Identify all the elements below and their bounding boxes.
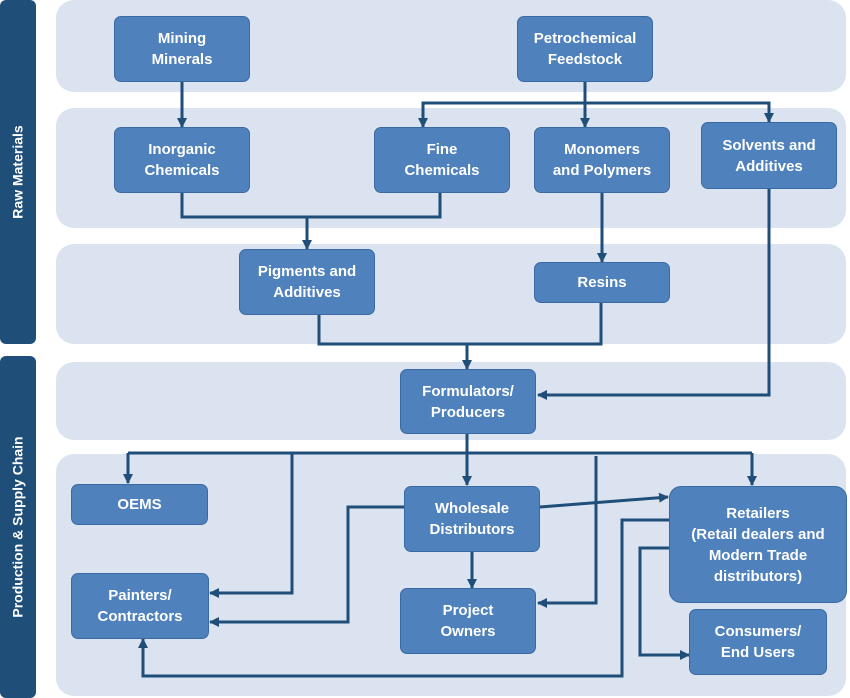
node-inorganic-chemicals: Inorganic Chemicals — [114, 127, 250, 193]
node-oems: OEMS — [71, 484, 208, 525]
edge-bus-project — [537, 456, 598, 608]
node-solvents-additives: Solvents and Additives — [701, 122, 837, 189]
edge-bus-painters — [209, 453, 294, 598]
node-monomers-polymers: Monomers and Polymers — [534, 127, 670, 193]
node-wholesale-distributors: Wholesale Distributors — [404, 486, 540, 552]
node-fine-chemicals: Fine Chemicals — [374, 127, 510, 193]
edge-solvents-formulators — [537, 189, 771, 400]
node-petrochemical-feedstock: Petrochemical Feedstock — [517, 16, 653, 82]
node-painters-contractors: Painters/ Contractors — [71, 573, 209, 639]
node-formulators-producers: Formulators/ Producers — [400, 369, 536, 434]
edge-wholesale-painters — [209, 505, 404, 627]
edge-wholesale-retailers — [539, 492, 669, 509]
edge-petro-fine — [418, 101, 585, 128]
node-consumers-end-users: Consumers/ End Users — [689, 609, 827, 675]
edge-pigments-resins-merge — [317, 303, 603, 346]
node-project-owners: Project Owners — [400, 588, 536, 654]
node-mining-minerals: Mining Minerals — [114, 16, 250, 82]
band-intermediates — [56, 244, 846, 344]
edge-retailers-consumers — [638, 546, 690, 660]
node-retailers: Retailers (Retail dealers and Modern Tra… — [669, 486, 847, 603]
edge-retailers-painters — [138, 518, 670, 678]
edge-inorganic-pigments — [180, 193, 442, 219]
node-resins: Resins — [534, 262, 670, 303]
production-supply-chain-label: Production & Supply Chain — [0, 356, 36, 698]
node-pigments-additives: Pigments and Additives — [239, 249, 375, 315]
raw-materials-label: Raw Materials — [0, 0, 36, 344]
edge-petro-solvents — [585, 101, 774, 123]
